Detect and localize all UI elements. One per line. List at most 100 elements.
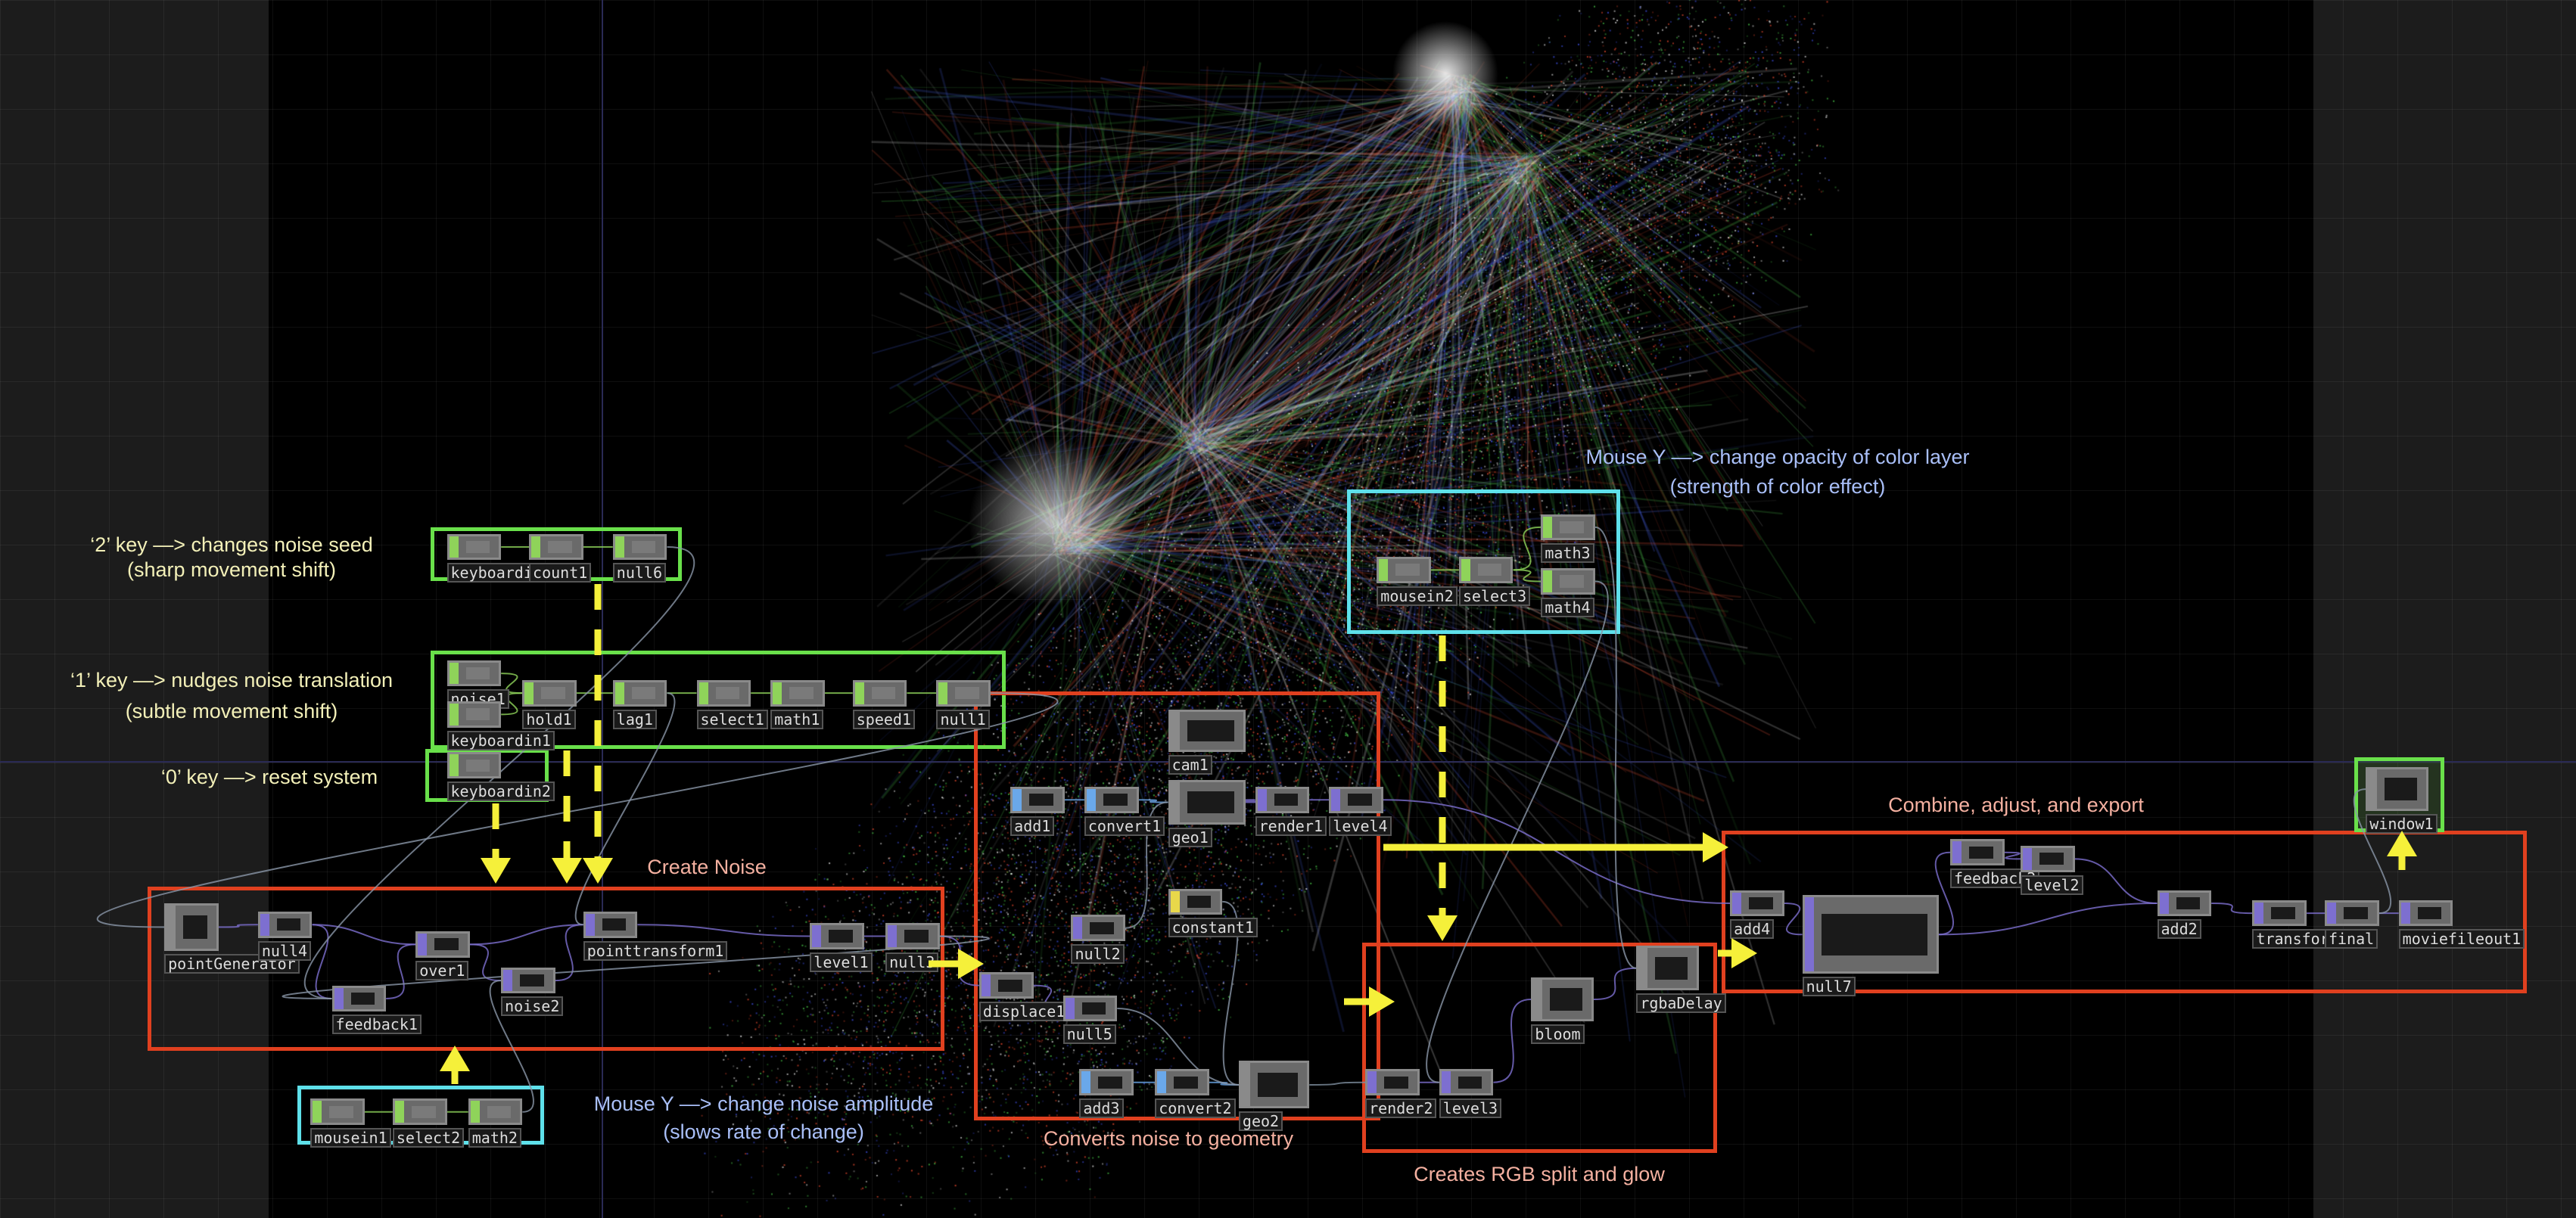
node-label[interactable]: level1 xyxy=(810,952,873,972)
node-label[interactable]: mousein2 xyxy=(1377,586,1458,606)
node-body[interactable] xyxy=(257,911,313,938)
node-body[interactable] xyxy=(2398,900,2453,927)
node-body[interactable] xyxy=(1949,839,2005,866)
node-body[interactable] xyxy=(1084,786,1139,813)
node-body[interactable] xyxy=(468,1098,523,1126)
node-label[interactable]: select3 xyxy=(1458,586,1531,606)
node-body[interactable] xyxy=(522,679,577,707)
node-label[interactable]: select2 xyxy=(392,1128,465,1148)
node-label[interactable]: null1 xyxy=(936,709,990,729)
node-body[interactable] xyxy=(1168,709,1246,753)
node-label[interactable]: math3 xyxy=(1541,543,1594,564)
node-body[interactable] xyxy=(446,533,502,561)
node-body[interactable] xyxy=(1329,786,1383,813)
node-body[interactable] xyxy=(2157,890,2212,917)
node-label[interactable]: hold1 xyxy=(522,709,576,729)
node-body[interactable] xyxy=(446,701,502,728)
node-body[interactable] xyxy=(885,923,940,949)
node-label[interactable]: math4 xyxy=(1541,597,1594,617)
node-body[interactable] xyxy=(1531,977,1594,1022)
node-label[interactable]: cam1 xyxy=(1168,755,1212,775)
node-body[interactable] xyxy=(978,972,1034,999)
node-body[interactable] xyxy=(392,1098,447,1126)
node-body[interactable] xyxy=(446,752,502,779)
node-body[interactable] xyxy=(1802,895,1939,974)
node-body[interactable] xyxy=(529,533,583,561)
node-label[interactable]: null6 xyxy=(612,563,666,583)
node-label[interactable]: add1 xyxy=(1010,816,1055,836)
node-label[interactable]: math1 xyxy=(770,709,824,729)
node-label[interactable]: keyboardin2 xyxy=(446,781,555,802)
node-body[interactable] xyxy=(1071,915,1126,941)
node-label[interactable]: bloom xyxy=(1531,1024,1585,1045)
node-body[interactable] xyxy=(415,931,470,958)
node-body[interactable] xyxy=(1079,1069,1134,1096)
node-label[interactable]: add3 xyxy=(1079,1098,1124,1119)
node-body[interactable] xyxy=(2324,900,2379,927)
node-body[interactable] xyxy=(612,679,667,707)
node-body[interactable] xyxy=(1636,946,1699,991)
node-body[interactable] xyxy=(1010,786,1065,813)
node-label[interactable]: over1 xyxy=(415,960,469,980)
node-body[interactable] xyxy=(1168,780,1246,825)
node-label[interactable]: render2 xyxy=(1365,1098,1437,1119)
node-body[interactable] xyxy=(331,985,387,1012)
node-body[interactable] xyxy=(1238,1061,1310,1109)
node-label[interactable]: pointtransform1 xyxy=(583,940,728,961)
node-label[interactable]: math2 xyxy=(468,1128,521,1148)
node-body[interactable] xyxy=(1255,786,1310,813)
node-body[interactable] xyxy=(446,660,502,687)
node-body[interactable] xyxy=(696,679,751,707)
node-label[interactable]: mousein1 xyxy=(310,1128,391,1148)
node-label[interactable]: noise2 xyxy=(501,996,564,1017)
node-label[interactable]: count1 xyxy=(529,563,592,583)
node-label[interactable]: convert1 xyxy=(1084,816,1165,836)
node-body[interactable] xyxy=(2021,846,2075,872)
node-body[interactable] xyxy=(770,679,825,707)
node-body[interactable] xyxy=(936,679,991,707)
node-body[interactable] xyxy=(164,903,219,951)
node-label[interactable]: null4 xyxy=(257,940,312,961)
node-body[interactable] xyxy=(810,923,864,949)
node-body[interactable] xyxy=(1730,890,1784,917)
node-body[interactable] xyxy=(1155,1069,1209,1096)
node-label[interactable]: add4 xyxy=(1730,919,1775,940)
node-label[interactable]: level2 xyxy=(2021,875,2083,895)
node-label[interactable]: constant1 xyxy=(1168,918,1258,938)
node-label[interactable]: lag1 xyxy=(612,709,657,729)
node-label[interactable]: null5 xyxy=(1062,1024,1116,1045)
node-body[interactable] xyxy=(583,911,638,938)
node-body[interactable] xyxy=(2252,900,2307,927)
node-label[interactable]: add2 xyxy=(2157,919,2201,940)
node-label[interactable]: null7 xyxy=(1802,977,1856,997)
node-label[interactable]: null2 xyxy=(1071,943,1125,964)
node-label[interactable]: final xyxy=(2324,929,2378,949)
node-body[interactable] xyxy=(1541,514,1596,541)
node-label[interactable]: keyboardin1 xyxy=(446,730,555,750)
node-body[interactable] xyxy=(1541,568,1596,595)
node-body[interactable] xyxy=(1458,556,1514,583)
node-body[interactable] xyxy=(1062,995,1118,1022)
node-body[interactable] xyxy=(310,1098,365,1126)
node-label[interactable]: select1 xyxy=(696,709,768,729)
node-label[interactable]: convert2 xyxy=(1155,1098,1236,1119)
node-body[interactable] xyxy=(1168,888,1223,915)
node-label[interactable]: moviefileout1 xyxy=(2398,929,2525,949)
node-label[interactable]: render1 xyxy=(1255,816,1327,836)
node-label[interactable]: level3 xyxy=(1439,1098,1502,1119)
node-label[interactable]: feedback1 xyxy=(331,1014,422,1035)
node-label[interactable]: rgbaDelay xyxy=(1636,993,1726,1014)
node-body[interactable] xyxy=(2366,766,2428,812)
node-body[interactable] xyxy=(1377,556,1431,583)
node-label[interactable]: geo1 xyxy=(1168,827,1212,847)
node-label[interactable]: geo2 xyxy=(1238,1111,1283,1132)
node-family-strip xyxy=(1804,897,1814,972)
node-body[interactable] xyxy=(852,679,907,707)
node-label[interactable]: level4 xyxy=(1329,816,1392,836)
node-body[interactable] xyxy=(1365,1069,1420,1096)
node-label[interactable]: speed1 xyxy=(852,709,915,729)
node-body[interactable] xyxy=(1439,1069,1494,1096)
node-body[interactable] xyxy=(612,533,667,561)
node-body[interactable] xyxy=(501,967,555,994)
